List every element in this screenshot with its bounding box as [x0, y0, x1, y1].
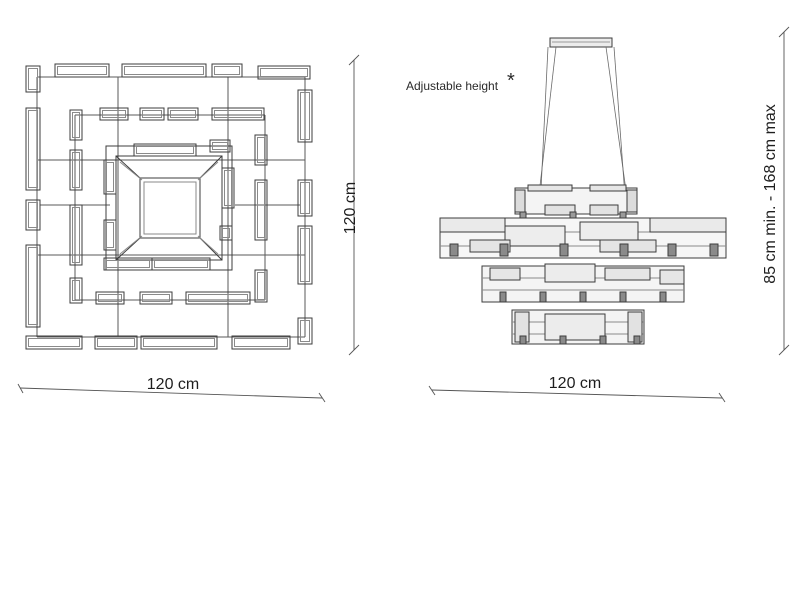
top-view-plan — [25, 63, 313, 350]
plan-middle-tubes — [69, 107, 268, 305]
top-view-width-label: 120 cm — [147, 376, 199, 393]
side-view-width-label: 120 cm — [549, 375, 601, 392]
tier-upper-wide — [439, 217, 727, 259]
plan-inner-square — [103, 139, 235, 271]
tier-bottom — [511, 309, 645, 345]
side-view-height-label: 85 cm min. - 168 cm max — [762, 104, 779, 284]
side-view-elevation — [439, 37, 727, 345]
plan-outer-tubes — [25, 63, 313, 350]
top-view-depth-label: 120 cm — [342, 182, 359, 234]
adjustable-height-asterisk: * — [507, 70, 515, 92]
adjustable-height-note: Adjustable height — [406, 79, 499, 93]
ceiling-canopy — [549, 37, 613, 48]
side-view-width-dimension — [428, 385, 726, 403]
tier-top — [514, 184, 638, 223]
top-view-width-dimension — [17, 383, 326, 403]
side-view-height-dimension — [778, 26, 790, 356]
top-view-depth-dimension — [348, 54, 360, 356]
tier-middle — [481, 263, 685, 303]
